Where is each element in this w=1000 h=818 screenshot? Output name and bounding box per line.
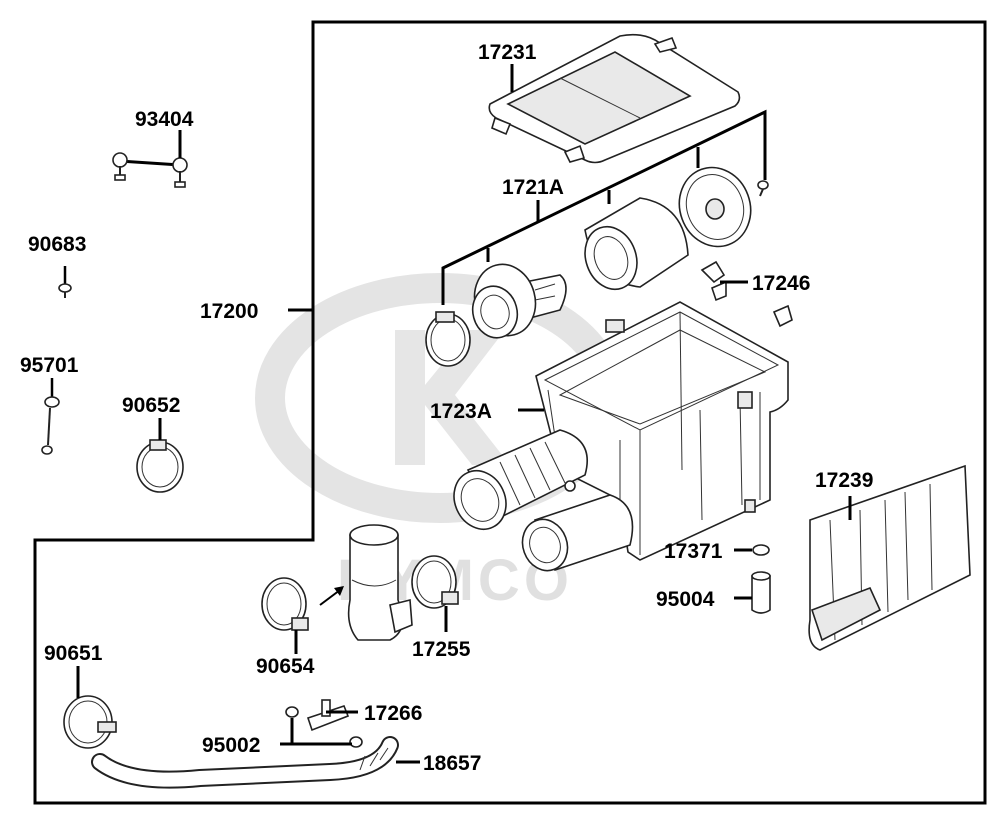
part-1721A-clamp: [425, 311, 471, 367]
label-1721A: 1721A: [502, 176, 564, 199]
label-17239: 17239: [815, 469, 873, 492]
part-connecting-duct: [347, 524, 413, 641]
part-17371-clip: [752, 544, 770, 556]
part-90651-clamp: [63, 695, 117, 749]
part-95004-tube: [751, 571, 771, 614]
part-1721A-cap: [678, 166, 752, 248]
part-1721A-screw: [757, 180, 769, 197]
arrow-icon: [319, 586, 344, 606]
part-95701-bolt: [41, 378, 60, 455]
label-95701: 95701: [20, 354, 79, 377]
leader-1721A-group: [441, 109, 767, 305]
label-90652: 90652: [122, 394, 180, 417]
part-17255-clamp: [411, 555, 459, 609]
leader-95002: [280, 718, 352, 746]
label-93404: 93404: [135, 108, 194, 131]
label-90651: 90651: [44, 642, 103, 665]
label-17246: 17246: [752, 272, 810, 295]
label-18657: 18657: [423, 752, 481, 775]
label-17255: 17255: [412, 638, 471, 661]
label-17266: 17266: [364, 702, 422, 725]
label-95004: 95004: [656, 588, 715, 611]
part-1723A-airbox: [535, 301, 789, 561]
label-17200: 17200: [200, 300, 258, 323]
part-95002-clips: [285, 706, 363, 748]
part-90654-clamp: [261, 577, 309, 631]
part-18657-hose: [91, 736, 399, 789]
label-95002: 95002: [202, 734, 260, 757]
part-1723A-outlet: [521, 494, 634, 572]
label-17231: 17231: [478, 41, 537, 64]
part-90683-screw: [58, 266, 72, 298]
part-17231-cover: [488, 33, 741, 164]
assembly-frame: [33, 20, 987, 805]
part-1721A-filter: [584, 197, 689, 291]
part-1721A-holder: [471, 263, 567, 339]
label-1723A: 1723A: [430, 400, 492, 423]
part-17246-clips: [700, 260, 793, 328]
part-93404-bracket: [112, 152, 188, 188]
label-90683: 90683: [28, 233, 86, 256]
part-90652-clamp: [136, 439, 184, 493]
part-17266-fitting: [306, 699, 350, 732]
part-1723A-intake: [453, 429, 589, 530]
watermark-k-mark: [395, 330, 510, 465]
label-90654: 90654: [256, 655, 315, 678]
label-17371: 17371: [664, 540, 723, 563]
part-17239-panel: [808, 464, 971, 651]
